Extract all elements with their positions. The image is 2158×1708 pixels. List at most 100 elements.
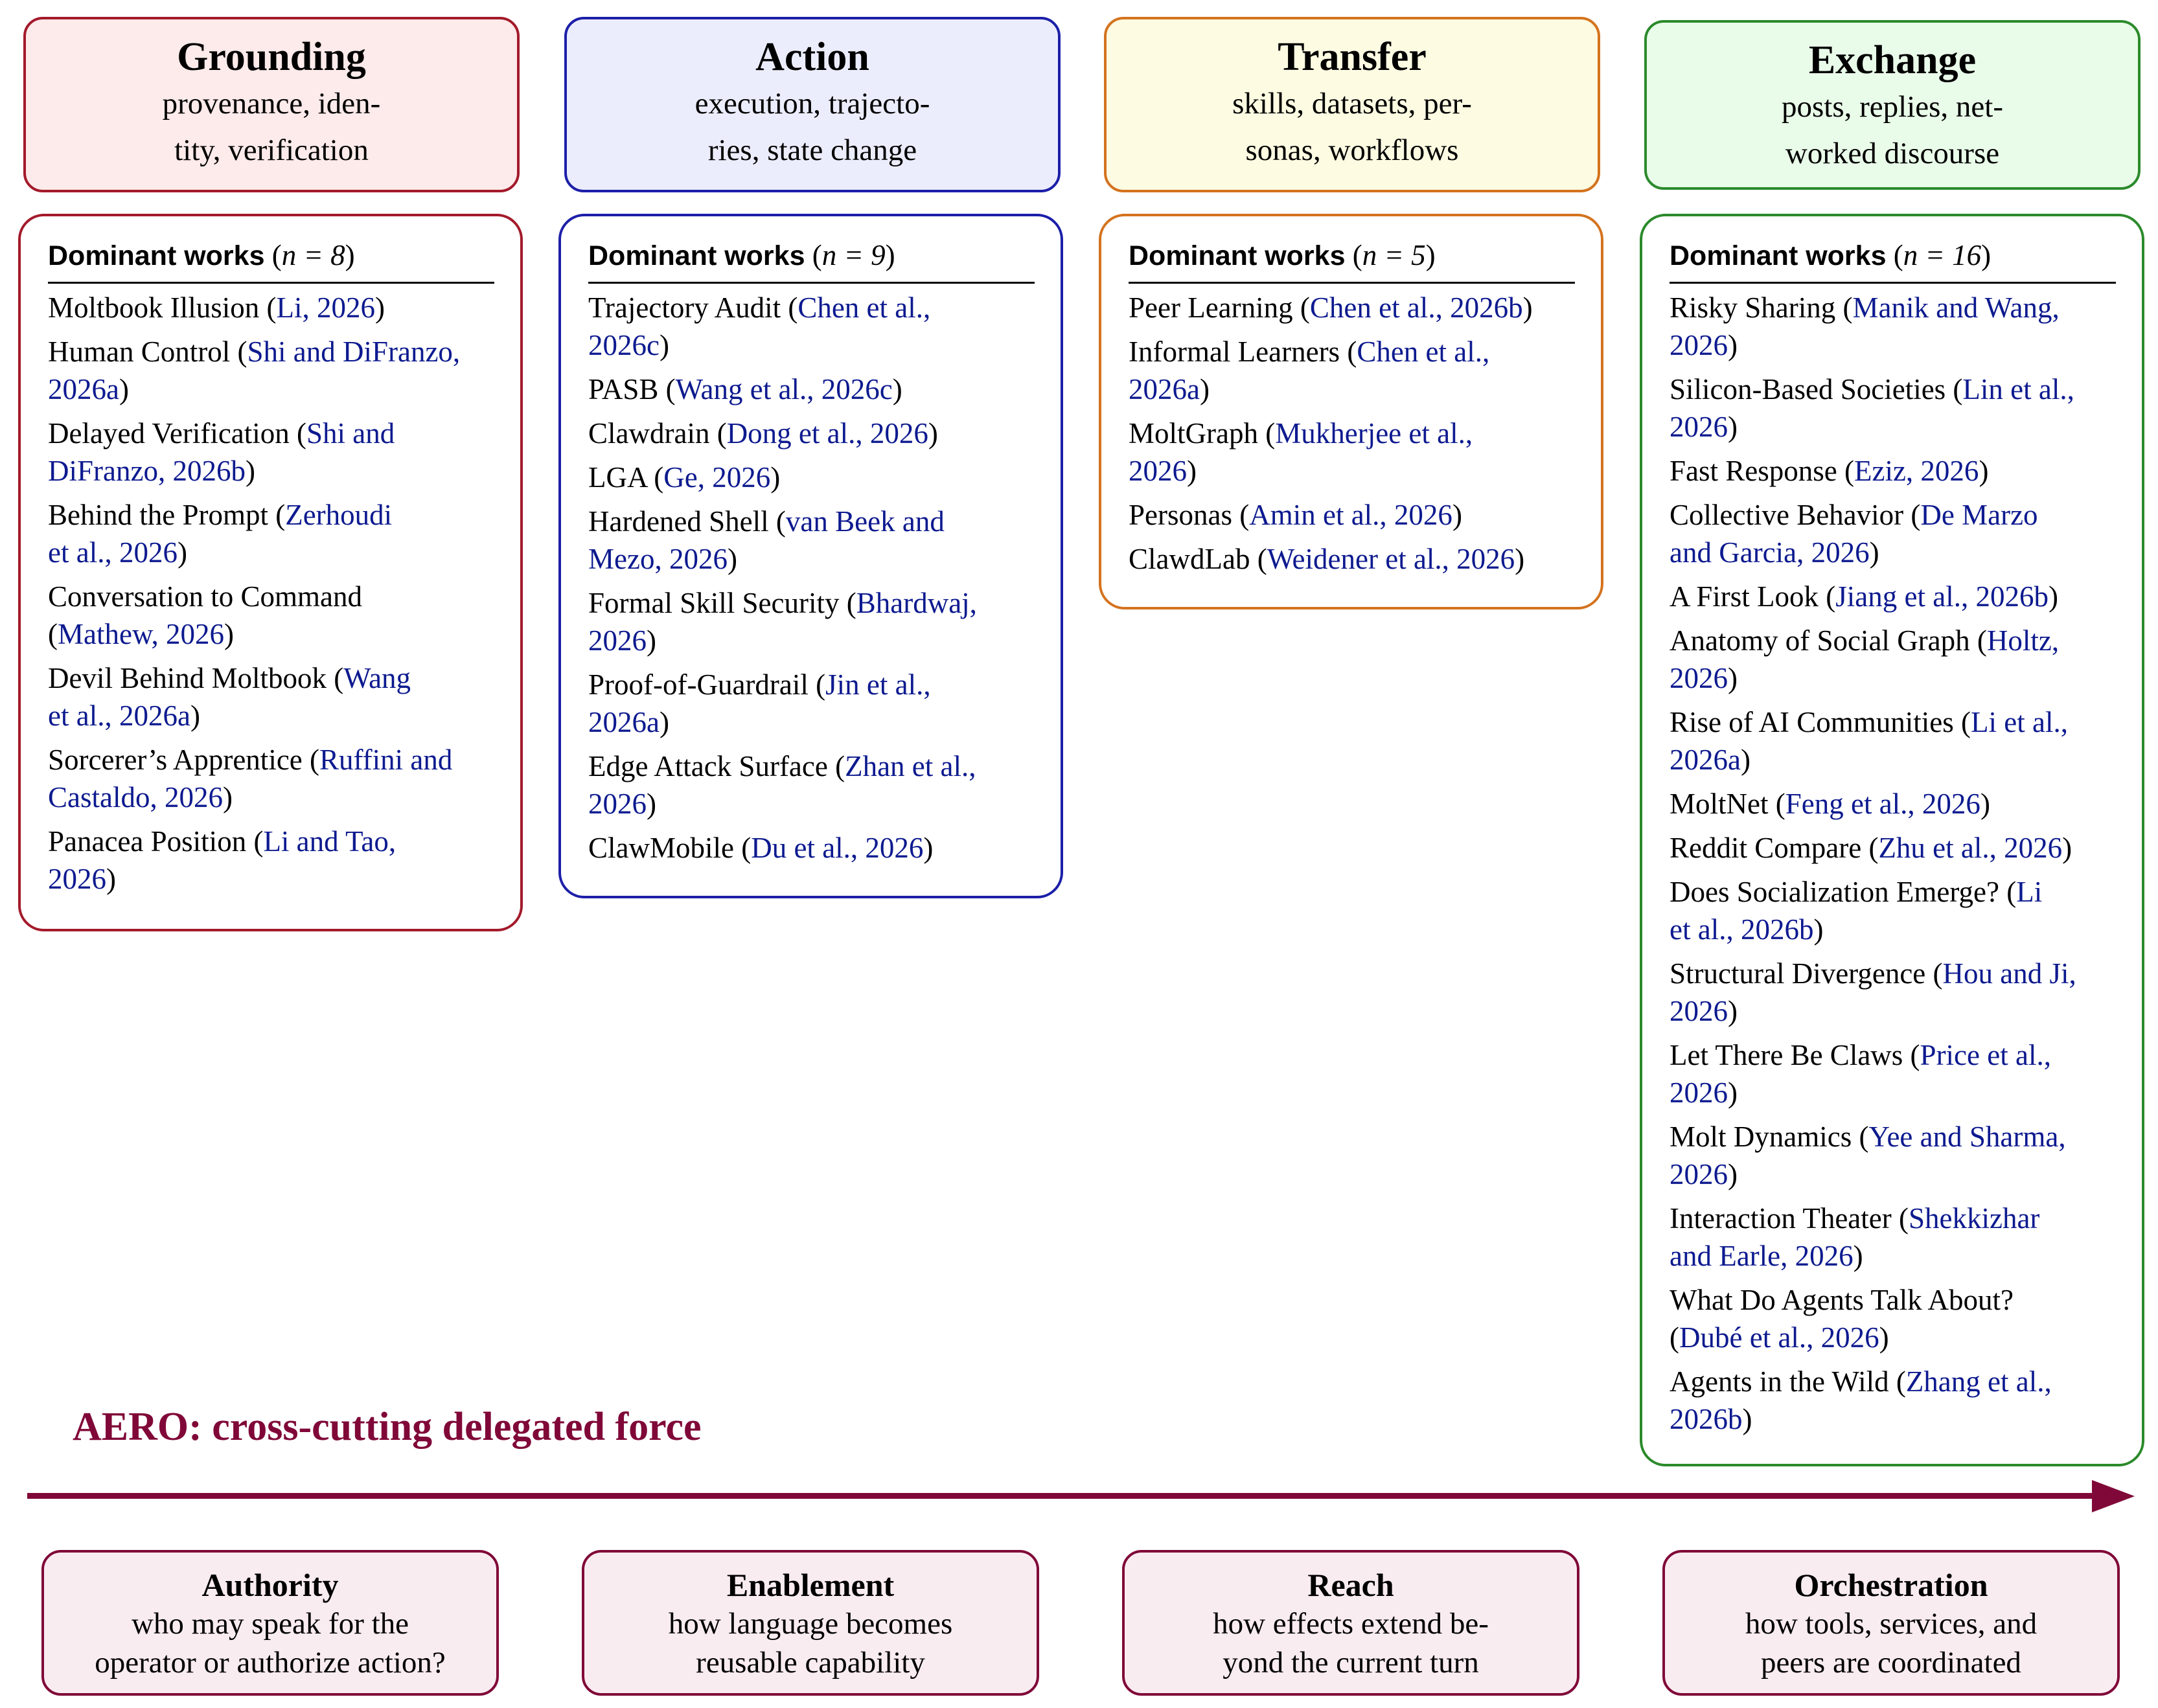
citation-link[interactable]: 2026c bbox=[588, 329, 660, 361]
work-entry: Edge Attack Surface (Zhan et al.,2026) bbox=[588, 747, 1035, 823]
citation-link[interactable]: Feng et al., 2026 bbox=[1785, 788, 1980, 820]
work-title: Hardened Shell ( bbox=[588, 505, 786, 538]
citation-link[interactable]: Lin et al., bbox=[1962, 373, 2074, 405]
citation-link[interactable]: 2026 bbox=[48, 863, 106, 895]
work-entry: Anatomy of Social Graph (Holtz,2026) bbox=[1670, 622, 2116, 697]
work-entry-line: 2026a) bbox=[1670, 741, 2116, 779]
work-entry-line: Anatomy of Social Graph (Holtz, bbox=[1670, 622, 2116, 659]
work-entry-line: Trajectory Audit (Chen et al., bbox=[588, 289, 1035, 326]
citation-link[interactable]: Mukherjee et al., bbox=[1275, 417, 1473, 450]
subtitle-line: worked discourse bbox=[1785, 137, 2000, 170]
works-label: Dominant works bbox=[1129, 240, 1346, 271]
citation-link[interactable]: Ruffini and bbox=[319, 744, 453, 776]
citation-link[interactable]: Weidener et al., 2026 bbox=[1267, 543, 1515, 575]
citation-link[interactable]: De Marzo bbox=[1920, 499, 2038, 531]
citation-link[interactable]: Li, 2026 bbox=[276, 291, 376, 324]
work-entry-line: Silicon-Based Societies (Lin et al., bbox=[1670, 370, 2116, 408]
citation-link[interactable]: Li et al., bbox=[1971, 706, 2068, 738]
work-title: Risky Sharing ( bbox=[1670, 291, 1853, 324]
citation-link[interactable]: Li and Tao, bbox=[263, 825, 396, 858]
citation-link[interactable]: van Beek and bbox=[785, 505, 945, 538]
citation-link[interactable]: Wang bbox=[343, 662, 411, 694]
citation-link[interactable]: Hou and Ji, bbox=[1942, 957, 2076, 990]
citation-link[interactable]: 2026 bbox=[1670, 995, 1728, 1027]
citation-link[interactable]: 2026 bbox=[1670, 411, 1728, 443]
work-title: PASB ( bbox=[588, 373, 676, 405]
citation-link[interactable]: 2026 bbox=[1670, 329, 1728, 361]
citation-link[interactable]: 2026 bbox=[588, 624, 647, 657]
citation-link[interactable]: Bhardwaj, bbox=[856, 587, 977, 619]
work-title: Trajectory Audit ( bbox=[588, 291, 798, 324]
citation-link[interactable]: Shi and DiFranzo, bbox=[247, 336, 461, 368]
citation-link[interactable]: Du et al., 2026 bbox=[751, 832, 924, 864]
citation-link[interactable]: Zerhoudi bbox=[285, 499, 393, 531]
work-title: Proof-of-Guardrail ( bbox=[588, 668, 826, 701]
header-title: Exchange bbox=[1808, 38, 1977, 82]
work-entry-line: 2026) bbox=[1670, 992, 2116, 1030]
citation-link[interactable]: 2026a bbox=[48, 373, 119, 405]
citation-link[interactable]: 2026 bbox=[588, 788, 647, 820]
citation-link[interactable]: Chen et al., 2026b bbox=[1309, 291, 1523, 324]
citation-link[interactable]: and Garcia, 2026 bbox=[1670, 536, 1870, 569]
work-title: Fast Response ( bbox=[1670, 455, 1854, 487]
close-paren: ) bbox=[2048, 580, 2058, 613]
citation-link[interactable]: Jiang et al., 2026b bbox=[1835, 580, 2049, 613]
citation-link[interactable]: Mathew, 2026 bbox=[58, 618, 225, 650]
citation-link[interactable]: et al., 2026 bbox=[48, 536, 178, 569]
work-entry-line: Does Socialization Emerge? (Li bbox=[1670, 873, 2116, 911]
citation-link[interactable]: Manik and Wang, bbox=[1852, 291, 2060, 324]
citation-link[interactable]: 2026 bbox=[1670, 662, 1728, 694]
work-title: Agents in the Wild ( bbox=[1670, 1365, 1906, 1398]
work-entry: Rise of AI Communities (Li et al.,2026a) bbox=[1670, 703, 2116, 779]
citation-link[interactable]: Dubé et al., 2026 bbox=[1679, 1321, 1879, 1354]
works-action: Dominant works (n = 9) Trajectory Audit … bbox=[558, 214, 1063, 898]
citation-link[interactable]: Jin et al., bbox=[825, 668, 931, 701]
citation-link[interactable]: 2026a bbox=[588, 706, 660, 738]
citation-link[interactable]: 2026 bbox=[1129, 455, 1187, 487]
work-entry-line: PASB (Wang et al., 2026c) bbox=[588, 370, 1035, 408]
citation-link[interactable]: Zhan et al., bbox=[845, 750, 976, 782]
works-count: n = 8 bbox=[281, 239, 345, 271]
citation-link[interactable]: 2026 bbox=[1670, 1076, 1728, 1109]
work-entry: Fast Response (Eziz, 2026) bbox=[1670, 452, 2116, 490]
citation-link[interactable]: 2026a bbox=[1129, 373, 1200, 405]
citation-link[interactable]: Wang et al., 2026c bbox=[675, 373, 893, 405]
citation-link[interactable]: Dong et al., 2026 bbox=[726, 417, 928, 450]
close-paren: ) bbox=[1980, 788, 1990, 820]
citation-link[interactable]: Eziz, 2026 bbox=[1854, 455, 1979, 487]
citation-link[interactable]: Li bbox=[2016, 876, 2043, 908]
force-desc-line: reusable capability bbox=[696, 1646, 925, 1680]
close-paren: ) bbox=[659, 329, 669, 361]
citation-link[interactable]: Chen et al., bbox=[798, 291, 931, 324]
citation-link[interactable]: Mezo, 2026 bbox=[588, 543, 728, 575]
work-entry-line: 2026) bbox=[588, 785, 1035, 823]
citation-link[interactable]: Zhang et al., bbox=[1905, 1365, 2052, 1398]
citation-link[interactable]: Holtz, bbox=[1986, 624, 2060, 657]
citation-link[interactable]: et al., 2026b bbox=[1670, 913, 1814, 946]
works-exchange: Dominant works (n = 16) Risky Sharing (M… bbox=[1640, 214, 2144, 1466]
work-entry-line: 2026c) bbox=[588, 326, 1035, 364]
citation-link[interactable]: and Earle, 2026 bbox=[1670, 1240, 1854, 1272]
force-title: Orchestration bbox=[1794, 1567, 1988, 1603]
citation-link[interactable]: Ge, 2026 bbox=[663, 461, 771, 494]
work-title: Informal Learners ( bbox=[1129, 336, 1357, 368]
work-title: Clawdrain ( bbox=[588, 417, 727, 450]
citation-link[interactable]: Castaldo, 2026 bbox=[48, 781, 223, 814]
citation-link[interactable]: et al., 2026a bbox=[48, 700, 190, 732]
citation-link[interactable]: DiFranzo, 2026b bbox=[48, 455, 246, 487]
citation-link[interactable]: Zhu et al., 2026 bbox=[1878, 832, 2063, 864]
citation-link[interactable]: Amin et al., 2026 bbox=[1249, 499, 1452, 531]
citation-link[interactable]: Yee and Sharma, bbox=[1868, 1121, 2066, 1153]
citation-link[interactable]: Price et al., bbox=[1920, 1039, 2051, 1071]
close-paren: ) bbox=[1515, 543, 1525, 575]
work-entry-line: Delayed Verification (Shi and bbox=[48, 415, 494, 452]
citation-link[interactable]: Shi and bbox=[306, 417, 395, 450]
citation-link[interactable]: 2026b bbox=[1670, 1403, 1743, 1435]
work-entry-line: 2026) bbox=[1670, 408, 2116, 446]
citation-link[interactable]: 2026a bbox=[1670, 744, 1741, 776]
citation-link[interactable]: 2026 bbox=[1670, 1158, 1728, 1190]
citation-link[interactable]: Chen et al., bbox=[1357, 336, 1490, 368]
citation-link[interactable]: Shekkizhar bbox=[1908, 1202, 2040, 1235]
